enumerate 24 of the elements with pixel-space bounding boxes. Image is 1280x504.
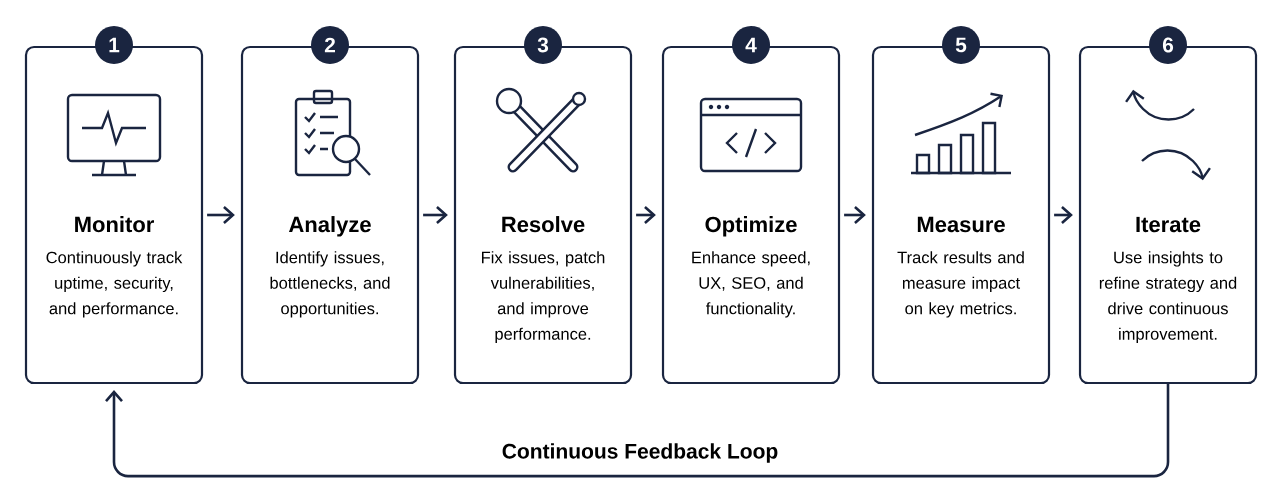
step-description: Identify issues, bottlenecks, and opportunities. [270, 251, 390, 318]
arrow [105, 384, 1170, 478]
step-description: Continuously track uptime, security, and performance. [46, 251, 183, 318]
arrow [423, 206, 448, 224]
step-title: Monitor [75, 216, 154, 233]
step-description: Fix issues, patch vulnerabilities, and improve performance. [482, 251, 605, 344]
step-description: Enhance speed, UX, SEO, and functionality. [692, 251, 810, 318]
arrow [207, 206, 235, 224]
step-number: 2 [311, 26, 349, 64]
step-number: 6 [1149, 26, 1187, 64]
step-title: Iterate [1136, 216, 1201, 233]
step-title: Measure [917, 216, 1005, 233]
step-number: 5 [942, 26, 980, 64]
step-description: Use insights to refine strategy and drive continuous improvement. [1099, 251, 1237, 344]
loop-label: Continuous Feedback Loop [502, 443, 778, 463]
step-number: 4 [732, 26, 770, 64]
arrow [636, 206, 656, 224]
step-title: Analyze [289, 216, 371, 237]
arrow [844, 206, 866, 224]
step-title: Resolve [502, 216, 585, 233]
step-title: Optimize [705, 216, 797, 237]
step-description: Track results and measure impact on key metrics. [897, 251, 1024, 318]
step-number: 1 [95, 26, 133, 64]
step-number: 3 [524, 26, 562, 64]
